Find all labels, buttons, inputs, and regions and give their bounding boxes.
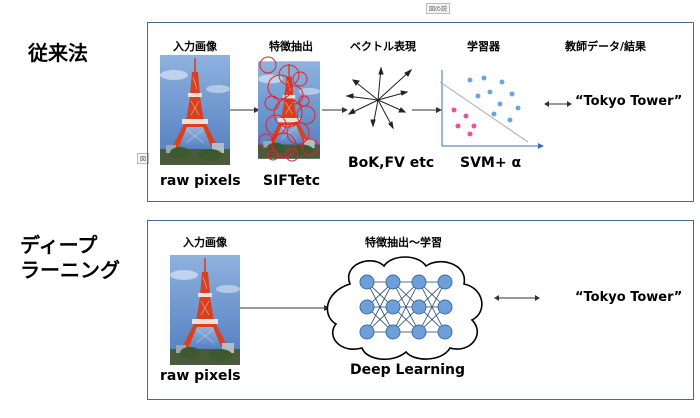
deep-header-feature-learning: 特徴抽出〜学習 [365, 236, 442, 249]
deep-header-input-image: 入力画像 [183, 236, 227, 249]
vector-caption: BoK,FV etc [348, 155, 435, 171]
header-input-image: 入力画像 [173, 40, 217, 53]
header-feature-extraction: 特徴抽出 [269, 40, 313, 53]
feature-caption: SIFTetc [263, 173, 321, 189]
learner-caption: SVM+ α [460, 155, 522, 171]
traditional-method-title: 従来法 [28, 41, 88, 65]
deep-result-label: “Tokyo Tower” [575, 290, 683, 305]
arrow-input-to-feature-icon [230, 107, 260, 113]
sift-circles-overlay-icon [258, 56, 320, 162]
traditional-input-caption: raw pixels [160, 173, 241, 189]
deep-learning-title-line1: ディープ [20, 233, 98, 257]
deep-input-caption: raw pixels [160, 368, 241, 384]
traditional-result-label: “Tokyo Tower” [575, 94, 683, 109]
vector-arrows-icon [345, 66, 413, 130]
arrow-vector-to-learner-icon [412, 107, 442, 113]
deep-tokyo-tower-photo-icon [170, 255, 240, 365]
deep-learning-title-line2: ラーニング [20, 258, 120, 282]
header-learner: 学習器 [467, 40, 500, 53]
deep-double-arrow-icon [494, 295, 540, 301]
header-teacher-data-result: 教師データ/結果 [565, 40, 647, 53]
neural-network-icon [359, 274, 453, 340]
tokyo-tower-photo-icon [160, 55, 230, 165]
svm-scatter-icon [439, 70, 544, 149]
header-vector-representation: ベクトル表現 [350, 40, 416, 53]
arrow-feature-to-vector-icon [322, 107, 348, 113]
traditional-panel [147, 22, 694, 202]
side-caption-marker: 図 [137, 153, 150, 164]
caption-marker: 図の説 [426, 3, 451, 14]
deep-learning-panel [147, 220, 694, 400]
deep-network-caption: Deep Learning [350, 362, 466, 378]
arrow-input-to-network-icon [240, 305, 330, 311]
double-arrow-icon [544, 101, 572, 107]
